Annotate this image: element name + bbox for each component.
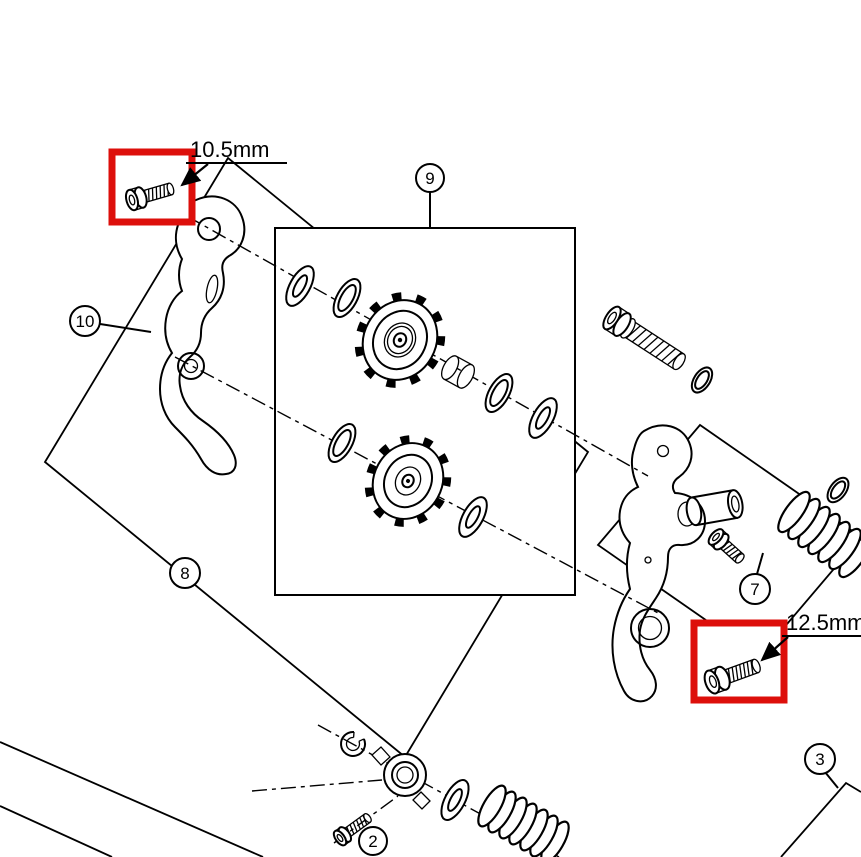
axis-line-bottom bbox=[317, 724, 560, 857]
callout-2-label: 2 bbox=[368, 832, 377, 851]
pulley-assembly-box bbox=[274, 227, 576, 596]
washer bbox=[434, 774, 476, 826]
cable-fixing-bolt bbox=[602, 305, 686, 371]
dimension-label-bottom: 12.5mm bbox=[786, 610, 861, 635]
bracket-cover bbox=[371, 746, 431, 810]
parallelogram-bottom-right bbox=[780, 781, 861, 857]
guide-pulley bbox=[354, 292, 446, 388]
callout-8-label: 8 bbox=[180, 564, 189, 583]
dimension-arrow-bottom bbox=[760, 636, 789, 662]
callout-10: 10 bbox=[69, 305, 152, 337]
o-ring bbox=[822, 472, 854, 508]
return-spring bbox=[777, 490, 861, 579]
dimension-label-top: 10.5mm bbox=[190, 137, 269, 162]
callout-2: 2 bbox=[358, 826, 388, 856]
callout-9-label: 9 bbox=[425, 169, 434, 188]
parallelogram-part8 bbox=[43, 156, 590, 759]
inner-plate-pulley-hole bbox=[630, 608, 670, 648]
bracket-spring bbox=[477, 784, 570, 857]
callout-3: 3 bbox=[804, 743, 839, 789]
callout-7: 7 bbox=[739, 552, 771, 605]
highlight-box-top bbox=[108, 148, 196, 226]
inner-plate-upper-hole bbox=[656, 444, 670, 458]
outer-plate-lower-hole bbox=[177, 352, 205, 380]
e-clip bbox=[340, 730, 367, 757]
callout-3-label: 3 bbox=[815, 750, 824, 769]
inner-plate-small-hole bbox=[644, 556, 652, 564]
pulley-bolt-10-5mm bbox=[124, 182, 175, 212]
pulley-bolt-12-5mm bbox=[703, 658, 761, 695]
b-tension-screw bbox=[707, 528, 745, 564]
parallelogram-bottom-left bbox=[0, 741, 264, 857]
highlight-group-top: 10.5mm bbox=[108, 137, 287, 226]
outer-plate-upper-hole bbox=[197, 217, 221, 241]
o-ring bbox=[686, 362, 718, 398]
callout-8: 8 bbox=[169, 557, 201, 589]
outer-cage-plate bbox=[158, 195, 246, 476]
bracket-bolt bbox=[332, 812, 372, 847]
pulley-bushing bbox=[440, 355, 476, 389]
callout-7-label: 7 bbox=[750, 580, 759, 599]
dimension-arrow-top bbox=[180, 163, 209, 187]
callout-10-label: 10 bbox=[76, 312, 95, 331]
callout-9: 9 bbox=[415, 163, 445, 228]
highlight-group-bottom: 12.5mm bbox=[690, 610, 861, 704]
pivot-axle bbox=[685, 489, 744, 527]
axis-line-upper bbox=[161, 201, 649, 477]
outer-plate-slot bbox=[205, 274, 219, 304]
tension-pulley bbox=[364, 435, 452, 527]
axis-line-bracket bbox=[251, 779, 383, 792]
